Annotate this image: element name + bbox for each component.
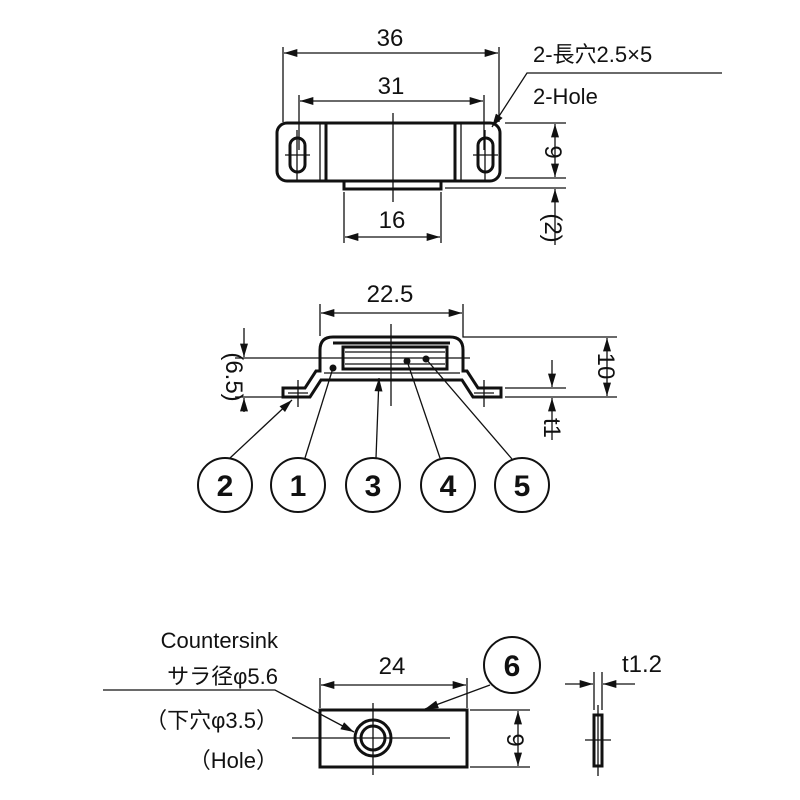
dim-cap-width: 22.5 — [367, 281, 414, 308]
dim-plate-length: 24 — [379, 653, 406, 680]
callout-2: 2 — [197, 457, 253, 513]
catch-body-outline — [275, 121, 502, 183]
note-hole-en: （Hole） — [189, 748, 278, 773]
dim-thickness: t1 — [538, 418, 565, 438]
catch-side-outline — [281, 335, 503, 399]
top-view: 36 31 2-長穴2.5×5 2-Hole 9 (2) 16 — [275, 25, 722, 245]
dim-overall-width: 36 — [377, 25, 404, 52]
note-countersink-en: Countersink — [161, 628, 279, 653]
callout-5: 5 — [494, 457, 550, 513]
callout-1: 1 — [270, 457, 326, 513]
side-view: 22.5 10 t1 (6.5) — [220, 281, 619, 460]
dim-height: 9 — [539, 145, 566, 158]
dim-total-height: 10 — [592, 353, 619, 380]
part-callouts: 2 1 3 4 5 — [197, 457, 550, 513]
svg-text:1: 1 — [290, 470, 307, 503]
hole-note-en: 2-Hole — [533, 84, 598, 109]
note-countersink-jp: サラ径φ5.6 — [167, 664, 278, 689]
dim-hole-pitch: 31 — [378, 73, 405, 100]
dim-plate-thickness: t1.2 — [622, 651, 662, 678]
dim-plate-width: 9 — [501, 733, 528, 746]
svg-text:4: 4 — [440, 470, 457, 503]
hole-note-jp: 2-長穴2.5×5 — [533, 42, 652, 67]
dim-tab-width: 16 — [379, 207, 406, 234]
callout-6-circle — [483, 636, 541, 694]
callout-6: 6 — [504, 650, 521, 683]
callout-3: 3 — [345, 457, 401, 513]
note-hole-jp: （下穴φ3.5） — [145, 708, 278, 733]
svg-text:5: 5 — [514, 470, 531, 503]
svg-text:3: 3 — [365, 470, 382, 503]
plate-view: 24 6 9 Countersink サラ径φ5.6 （下穴φ3.5） （Hol… — [103, 628, 662, 776]
callout-4: 4 — [420, 457, 476, 513]
svg-text:2: 2 — [217, 470, 234, 503]
dim-cap-height: (6.5) — [220, 352, 247, 401]
dim-tab-height: (2) — [539, 213, 566, 242]
